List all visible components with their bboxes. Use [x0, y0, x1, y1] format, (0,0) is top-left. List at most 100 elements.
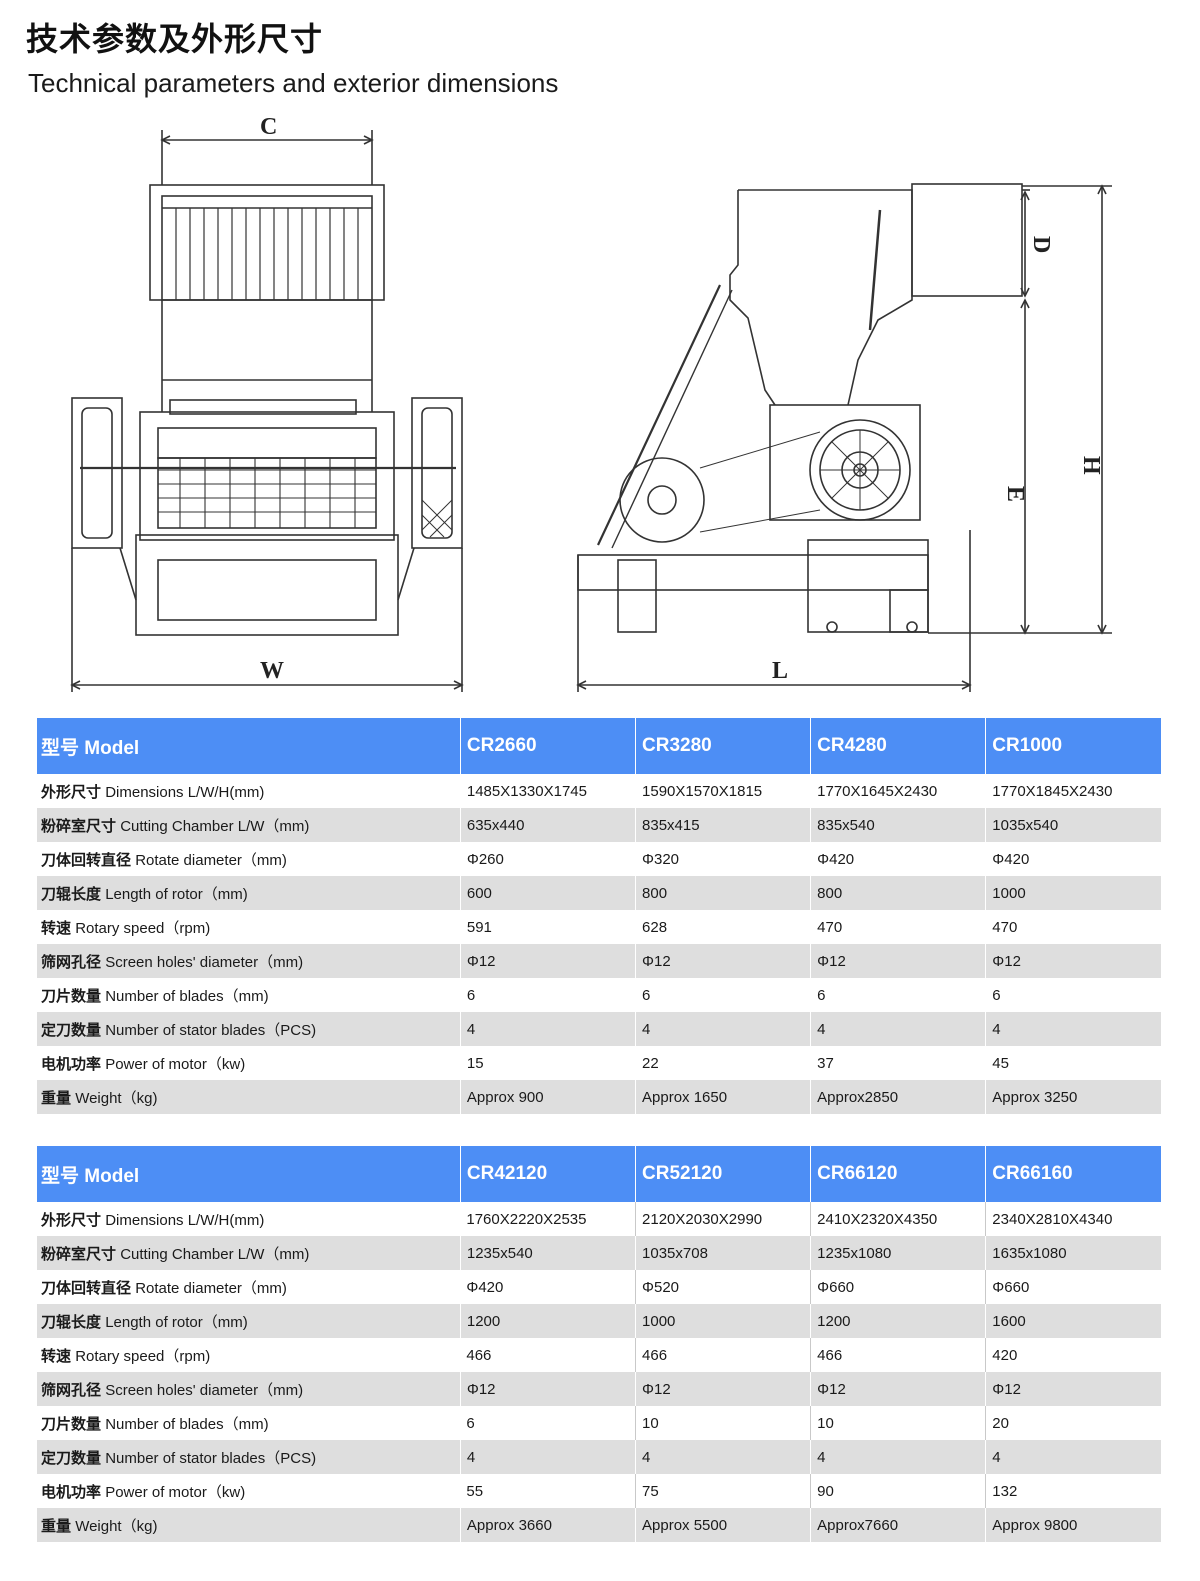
param-value-cell: 835x540	[810, 808, 987, 842]
param-value-cell: 2120X2030X2990	[635, 1202, 812, 1236]
param-value-cell: 4	[635, 1440, 812, 1474]
param-label-cell: 筛网孔径 Screen holes' diameter（mm)	[37, 944, 461, 978]
param-label-cn: 刀片数量	[41, 1415, 102, 1433]
param-value-cell: 6	[460, 1406, 637, 1440]
param-label-cell: 粉碎室尺寸 Cutting Chamber L/W（mm)	[37, 808, 461, 842]
spec-table-1: 型号 Model CR2660 CR3280 CR4280 CR1000 外形尺…	[37, 718, 1161, 1114]
param-value-cell: Φ420	[460, 1270, 637, 1304]
model-label-cn: 型号	[41, 737, 80, 759]
param-value-cell: 1035x540	[985, 808, 1161, 842]
param-value-cell: Approx 3660	[460, 1508, 637, 1542]
param-value-cell: 1235x1080	[810, 1236, 987, 1270]
page-title-en: Technical parameters and exterior dimens…	[28, 68, 559, 98]
param-label-cell: 重量 Weight（kg)	[37, 1080, 461, 1114]
param-value-cell: 45	[985, 1046, 1161, 1080]
param-value-cell: Approx 1650	[635, 1080, 812, 1114]
param-label-en: Cutting Chamber L/W（mm)	[120, 1245, 310, 1263]
param-value-cell: Φ260	[460, 842, 637, 876]
param-label-cn: 重量	[41, 1089, 72, 1107]
param-label-cn: 粉碎室尺寸	[41, 1245, 117, 1263]
param-value-cell: Φ12	[810, 1372, 987, 1406]
param-label-cell: 外形尺寸 Dimensions L/W/H(mm)	[37, 1202, 461, 1236]
param-label-cell: 筛网孔径 Screen holes' diameter（mm)	[37, 1372, 461, 1406]
model-label-cn: 型号	[41, 1165, 80, 1187]
param-value-cell: 470	[810, 910, 987, 944]
param-label-cell: 刀片数量 Number of blades（mm)	[37, 978, 461, 1012]
param-value-cell: 800	[810, 876, 987, 910]
param-label-cell: 转速 Rotary speed（rpm)	[37, 910, 461, 944]
param-label-cn: 刀辊长度	[41, 1313, 102, 1331]
dim-d-label: D	[1028, 236, 1054, 253]
param-value-cell: Approx 900	[460, 1080, 637, 1114]
model-name: CR1000	[985, 718, 1161, 774]
param-label-en: Rotary speed（rpm)	[75, 1347, 211, 1365]
param-label-cell: 转速 Rotary speed（rpm)	[37, 1338, 461, 1372]
param-label-cn: 筛网孔径	[41, 1381, 102, 1399]
param-value-cell: 2410X2320X4350	[810, 1202, 987, 1236]
dim-w-label: W	[260, 658, 284, 684]
param-value-cell: 4	[635, 1012, 812, 1046]
param-value-cell: 6	[460, 978, 637, 1012]
param-value-cell: 466	[810, 1338, 987, 1372]
param-label-cn: 重量	[41, 1517, 72, 1535]
dim-e-label: E	[1002, 486, 1028, 502]
param-value-cell: 1770X1845X2430	[985, 774, 1161, 808]
model-name: CR66160	[985, 1146, 1161, 1202]
front-view: C	[70, 114, 464, 692]
param-value-cell: 10	[810, 1406, 987, 1440]
param-label-cell: 外形尺寸 Dimensions L/W/H(mm)	[37, 774, 461, 808]
param-value-cell: Φ12	[635, 1372, 812, 1406]
param-value-cell: 20	[985, 1406, 1161, 1440]
param-value-cell: 591	[460, 910, 637, 944]
param-value-cell: 800	[635, 876, 812, 910]
param-label-en: Length of rotor（mm)	[105, 885, 248, 903]
param-value-cell: 4	[985, 1012, 1161, 1046]
model-name: CR66120	[810, 1146, 987, 1202]
side-view: L D E H	[576, 183, 1112, 692]
param-value-cell: 90	[810, 1474, 987, 1508]
model-name: CR52120	[635, 1146, 812, 1202]
model-name: CR42120	[460, 1146, 637, 1202]
param-value-cell: 1760X2220X2535	[460, 1202, 637, 1236]
param-value-cell: 420	[985, 1338, 1161, 1372]
param-label-cn: 定刀数量	[41, 1449, 102, 1467]
param-value-cell: 15	[460, 1046, 637, 1080]
param-value-cell: 1485X1330X1745	[460, 774, 637, 808]
param-label-en: Power of motor（kw)	[105, 1055, 246, 1073]
param-label-en: Dimensions L/W/H(mm)	[105, 783, 265, 801]
param-value-cell: 2340X2810X4340	[985, 1202, 1161, 1236]
param-value-cell: 1590X1570X1815	[635, 774, 812, 808]
model-name: CR3280	[635, 718, 812, 774]
param-label-cn: 粉碎室尺寸	[41, 817, 117, 835]
param-label-en: Number of stator blades（PCS)	[105, 1449, 317, 1467]
param-label-en: Screen holes' diameter（mm)	[105, 953, 304, 971]
model-name: CR4280	[810, 718, 987, 774]
param-value-cell: 6	[635, 978, 812, 1012]
param-value-cell: 1200	[460, 1304, 637, 1338]
param-value-cell: 4	[460, 1440, 637, 1474]
param-value-cell: 1235x540	[460, 1236, 637, 1270]
param-value-cell: 6	[985, 978, 1161, 1012]
param-label-cn: 外形尺寸	[41, 1211, 102, 1229]
param-label-en: Weight（kg)	[75, 1089, 158, 1107]
param-label-cell: 电机功率 Power of motor（kw)	[37, 1046, 461, 1080]
param-label-en: Weight（kg)	[75, 1517, 158, 1535]
param-value-cell: 600	[460, 876, 637, 910]
param-value-cell: 1000	[985, 876, 1161, 910]
param-value-cell: 466	[635, 1338, 812, 1372]
param-value-cell: Φ320	[635, 842, 812, 876]
param-label-cell: 刀辊长度 Length of rotor（mm)	[37, 876, 461, 910]
machine-drawing: C	[0, 108, 1200, 708]
param-value-cell: 4	[985, 1440, 1161, 1474]
param-value-cell: 55	[460, 1474, 637, 1508]
param-value-cell: Φ12	[810, 944, 987, 978]
param-label-cell: 粉碎室尺寸 Cutting Chamber L/W（mm)	[37, 1236, 461, 1270]
